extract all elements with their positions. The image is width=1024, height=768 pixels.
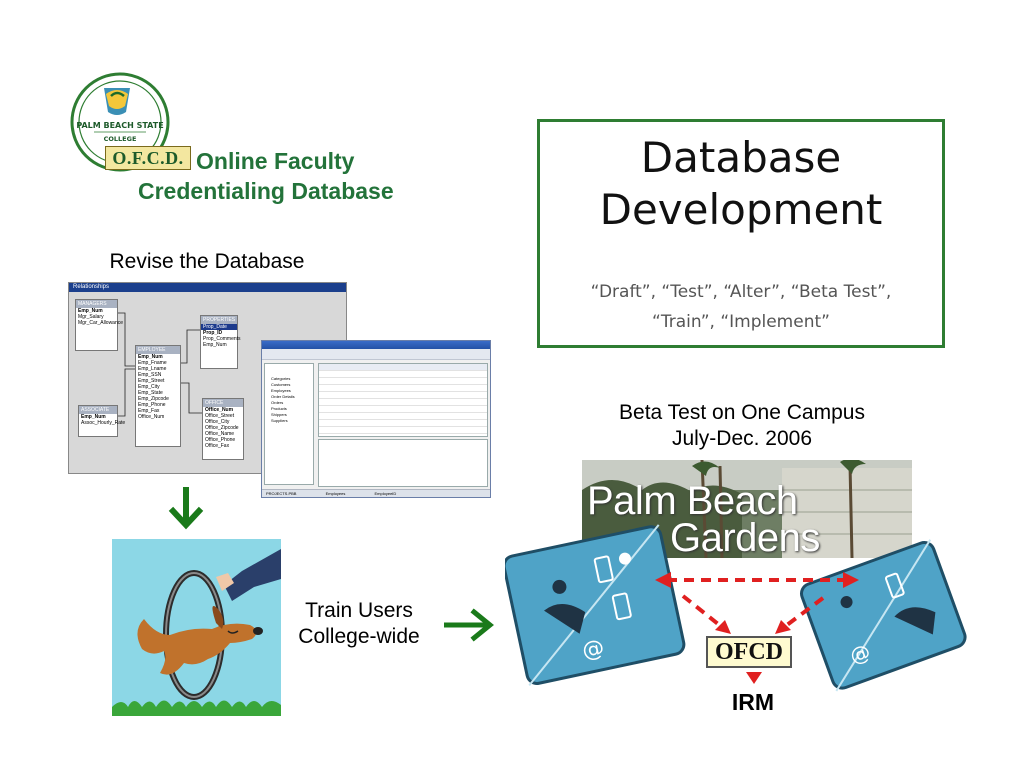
beta-caption-line1: Beta Test on One Campus [619, 401, 865, 424]
editor-toolbar [262, 349, 490, 360]
table-office: OFFICE Office_Num Office_Street Office_C… [202, 398, 244, 460]
logo-title-line1: Online Faculty [196, 148, 355, 174]
seal-text-top: PALM BEACH STATE [76, 121, 163, 130]
seal-text-bottom: COLLEGE [104, 135, 137, 143]
slide-title-line1: Database [640, 133, 842, 182]
beta-caption-line2: July-Dec. 2006 [671, 427, 813, 450]
relationships-window-title: Relationships [69, 283, 346, 292]
photo-text-line1: Palm Beach [587, 479, 798, 523]
slide-title-line2: Development [599, 185, 883, 234]
editor-title-bar [262, 341, 490, 349]
ofcd-node: OFCD [706, 636, 792, 668]
slide-subtitle-line2: “Train”, “Implement” [652, 312, 830, 332]
sync-arrows [667, 578, 845, 630]
network-diagram: @ @ [505, 524, 967, 692]
table-managers: MANAGERS Emp_Num Mgr_Salary Mgr_Car_Allo… [75, 299, 123, 351]
logo-title-line2: Credentialing Database [138, 178, 394, 204]
slide-title: Database Development [540, 132, 942, 236]
beta-caption: Beta Test on One Campus July-Dec. 2006 [578, 400, 906, 452]
revise-caption: Revise the Database [109, 250, 305, 273]
logo-title: Online Faculty Credentialing Database [136, 146, 496, 206]
train-caption-line2: College-wide [298, 625, 420, 648]
table-properties: PROPERTIES Prop_Date Prop_ID Prop_Commen… [200, 315, 241, 369]
title-box [537, 119, 945, 348]
slide-subtitle: “Draft”, “Test”, “Alter”, “Beta Test”, “… [545, 277, 937, 337]
left-computer-tile-icon: @ [505, 524, 686, 686]
down-arrow-icon [168, 487, 204, 530]
svg-text:@: @ [580, 635, 607, 664]
editor-field-grid [318, 363, 488, 441]
train-caption-line1: Train Users [305, 599, 413, 622]
irm-label: IRM [731, 689, 775, 715]
ofcd-badge: O.F.C.D. [105, 146, 191, 170]
college-seal-logo: PALM BEACH STATE COLLEGE [70, 72, 170, 172]
train-caption: Train Users College-wide [276, 598, 442, 650]
editor-tree-panel: Categories Customers Employees Order Det… [264, 363, 314, 485]
photo-text-line2: Gardens [670, 516, 820, 560]
table-employee: EMPLOYEE Emp_Num Emp_Fname Emp_Lname Emp… [135, 345, 181, 447]
right-computer-tile-icon: @ [800, 539, 967, 692]
slide-subtitle-line1: “Draft”, “Test”, “Alter”, “Beta Test”, [590, 282, 892, 302]
editor-properties-panel [318, 439, 488, 487]
database-editor-screenshot: Categories Customers Employees Order Det… [261, 340, 491, 498]
editor-status-bar: PROJECTS.PBB Employees EmployeeID [262, 489, 490, 497]
arrowheads [655, 572, 859, 684]
relationship-lines [116, 312, 202, 417]
dog-hoop-illustration [112, 539, 281, 716]
table-associate: ASSOCIATE Emp_Num Assoc_Hourly_Rate [78, 405, 125, 437]
right-arrow-icon [444, 608, 494, 642]
